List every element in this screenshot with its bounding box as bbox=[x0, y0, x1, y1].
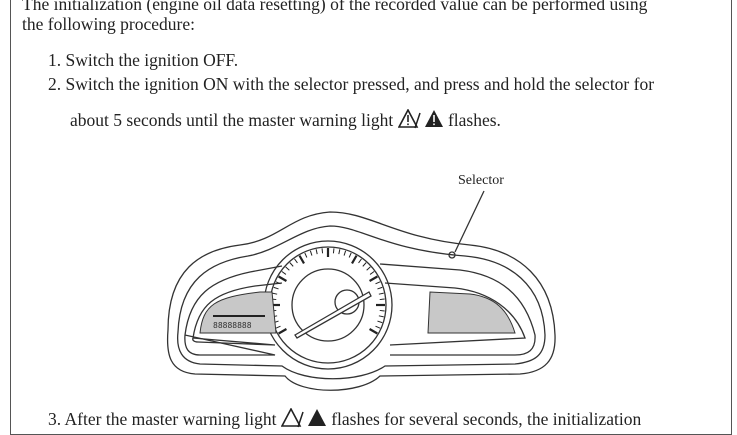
right-display bbox=[427, 291, 516, 334]
speedometer-tick bbox=[348, 252, 352, 258]
speedometer-needle bbox=[294, 291, 372, 339]
speedometer-tick bbox=[379, 309, 385, 312]
speedometer-tick bbox=[378, 292, 384, 295]
speedometer-tick bbox=[273, 286, 279, 290]
selector-callout-label: Selector bbox=[458, 173, 504, 188]
speedometer-tick bbox=[358, 258, 362, 264]
speedometer-tick bbox=[343, 250, 347, 256]
speedometer-tick bbox=[278, 275, 287, 282]
speedometer-tick bbox=[351, 255, 358, 264]
intro-line-1: The initialization (engine oil data rese… bbox=[22, 0, 648, 14]
speedometer-tick bbox=[304, 252, 308, 258]
speedometer-tick bbox=[289, 262, 294, 267]
speedometer-tick bbox=[275, 281, 281, 285]
warning-triangle-filled-icon bbox=[424, 109, 444, 133]
cluster-outer-shell bbox=[166, 211, 556, 391]
step-text: flashes for several seconds, the initial… bbox=[331, 409, 642, 429]
speedometer-tick bbox=[315, 249, 318, 255]
callout-leader-line bbox=[454, 190, 485, 253]
left-display bbox=[199, 291, 277, 334]
step-text: Switch the ignition OFF. bbox=[65, 50, 239, 70]
step-2-continued: about 5 seconds until the master warning… bbox=[70, 108, 501, 133]
step-number: 1. bbox=[48, 50, 62, 70]
speedometer-tick bbox=[377, 320, 383, 324]
speedometer-tick bbox=[379, 298, 385, 301]
speedometer-tick bbox=[281, 271, 287, 275]
speedometer-tick bbox=[378, 315, 384, 318]
step-1: 1. Switch the ignition OFF. bbox=[48, 50, 238, 70]
speedometer-tick bbox=[375, 325, 381, 329]
instrument-cluster-illustration: 88888888 bbox=[166, 190, 556, 391]
speedometer-tick bbox=[294, 258, 298, 264]
speedometer-bezel bbox=[263, 240, 393, 370]
speedometer-tick bbox=[272, 292, 278, 295]
warning-triangle-outline-icon bbox=[397, 108, 424, 133]
speedometer-tick bbox=[275, 325, 281, 329]
step-2: 2. Switch the ignition ON with the selec… bbox=[48, 74, 654, 94]
step-text: Switch the ignition ON with the selector… bbox=[65, 74, 655, 94]
step-number: 2. bbox=[48, 74, 62, 94]
step-text: flashes. bbox=[447, 110, 501, 130]
speedometer-tick bbox=[332, 248, 335, 254]
warning-triangle-outline-icon bbox=[280, 407, 307, 432]
speedometer-tick bbox=[366, 266, 371, 271]
speedometer-tick bbox=[369, 271, 375, 275]
speedometer-inner-ring bbox=[291, 268, 365, 342]
speedometer-tick bbox=[338, 249, 341, 255]
speedometer-tick bbox=[369, 328, 378, 335]
speedometer-tick bbox=[369, 275, 378, 282]
warning-triangle-filled-icon bbox=[307, 408, 327, 432]
speedometer-tick bbox=[285, 266, 290, 271]
intro-line-2: the following procedure: bbox=[22, 14, 196, 34]
speedometer-tick bbox=[375, 281, 381, 285]
speedometer-tick bbox=[298, 255, 305, 264]
speedometer-tick bbox=[362, 262, 367, 267]
speedometer-tick bbox=[278, 328, 287, 335]
step-text: After the master warning light bbox=[64, 409, 277, 429]
odometer-digits: 88888888 bbox=[213, 321, 252, 330]
speedometer-tick bbox=[309, 250, 313, 256]
step-3: 3. After the master warning light flashe… bbox=[48, 407, 642, 432]
speedometer-tick bbox=[377, 286, 383, 290]
speedometer-tick bbox=[321, 248, 324, 254]
step-number: 3. bbox=[48, 409, 62, 429]
step-text: about 5 seconds until the master warning… bbox=[70, 110, 394, 130]
